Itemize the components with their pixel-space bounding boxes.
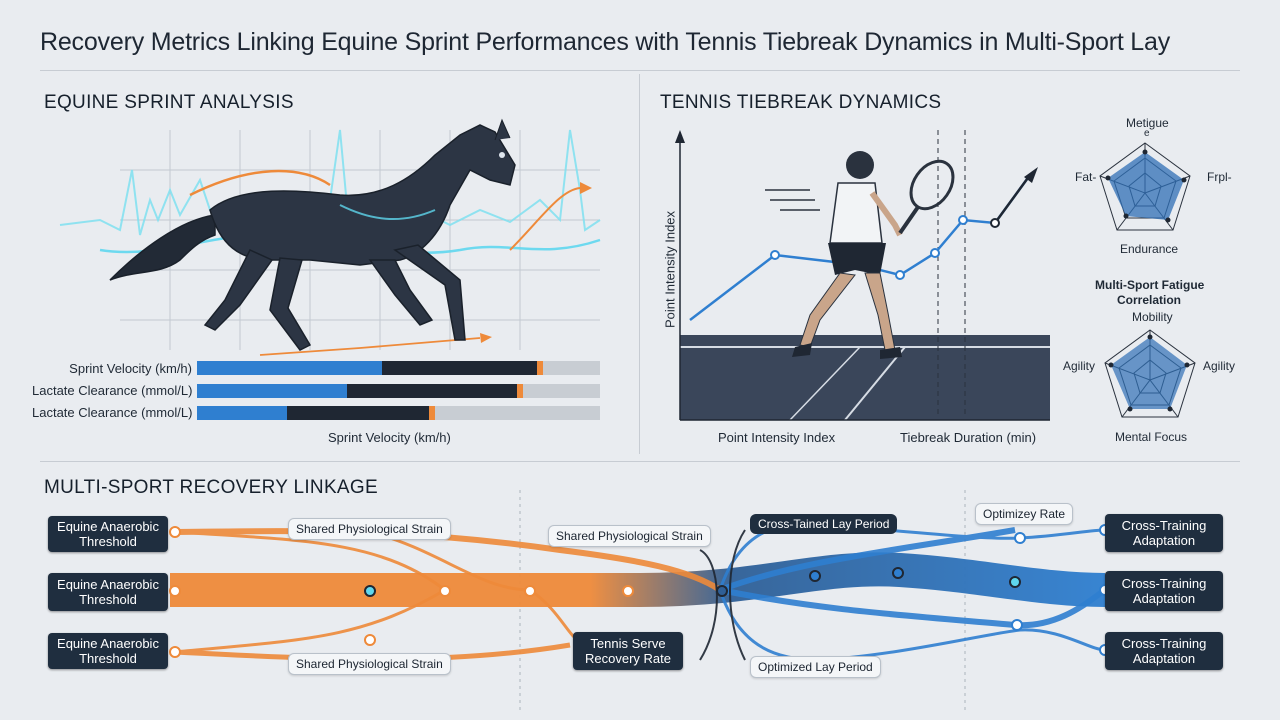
- tennis-x-label-right: Tiebreak Duration (min): [900, 430, 1037, 445]
- radar-chart-bottom: [1104, 329, 1196, 418]
- section-divider: [40, 461, 1240, 462]
- panel-divider: [639, 74, 640, 454]
- header-divider: [40, 70, 1240, 71]
- radar-bottom-label-left: Agility: [1063, 359, 1096, 373]
- right-node-1[interactable]: Cross-Training Adaptation: [1105, 514, 1223, 552]
- equine-bar-1: [197, 361, 600, 375]
- right-node-3-label: Cross-Training Adaptation: [1121, 636, 1207, 666]
- bar-fill-1: [382, 361, 537, 375]
- tennis-y-label: Point Intensity Index: [662, 210, 678, 329]
- radar-top-label-left: Fat-: [1075, 170, 1097, 184]
- radar-bottom-label-top: Mobility: [1132, 310, 1173, 324]
- radar-bottom-label-right: Agility: [1203, 359, 1236, 373]
- right-node-1-label: Cross-Training Adaptation: [1121, 518, 1207, 548]
- linkage-flow: [169, 490, 1111, 710]
- radar-bottom-title-1: Multi-Sport Fatigue: [1095, 278, 1205, 292]
- equine-illustration: [59, 118, 601, 356]
- pill-strain-mid[interactable]: Shared Physiological Strain: [548, 525, 711, 547]
- right-node-2-label: Cross-Training Adaptation: [1121, 576, 1207, 606]
- radar-bottom-title-2: Correlation: [1117, 293, 1182, 307]
- bar-label-3: Lactate Clearance (mmol/L): [32, 405, 193, 420]
- tennis-chart: [675, 130, 1050, 421]
- radar-top-label-top-b: e: [1144, 128, 1150, 139]
- radar-top-label-right: Frpl-: [1207, 170, 1232, 184]
- equine-bar-3: [197, 406, 600, 420]
- left-node-3-label: Equine Anaerobic Threshold: [57, 636, 159, 666]
- node-tennis-serve[interactable]: Tennis Serve Recovery Rate: [573, 632, 683, 670]
- radar-top-label-bottom: Endurance: [1120, 242, 1179, 256]
- pill-cross-lay[interactable]: Cross-Tained Lay Period: [750, 514, 898, 534]
- left-node-2[interactable]: Equine Anaerobic Threshold: [48, 573, 168, 611]
- right-node-3[interactable]: Cross-Training Adaptation: [1105, 632, 1223, 670]
- pill-optimized-lay[interactable]: Optimized Lay Period: [750, 656, 881, 678]
- equine-bar-2: [197, 384, 600, 398]
- node-tennis-serve-label: Tennis Serve Recovery Rate: [585, 636, 671, 666]
- page-title: Recovery Metrics Linking Equine Sprint P…: [40, 28, 1171, 56]
- bar-label-2: Lactate Clearance (mmol/L): [32, 383, 193, 398]
- tennis-x-label-left: Point Intensity Index: [718, 430, 836, 445]
- left-node-1-label: Equine Anaerobic Threshold: [57, 519, 159, 549]
- left-node-1[interactable]: Equine Anaerobic Threshold: [48, 516, 168, 552]
- radar-bottom-label-bottom: Mental Focus: [1115, 430, 1188, 444]
- pill-strain-top[interactable]: Shared Physiological Strain: [288, 518, 451, 540]
- equine-heading: EQUINE SPRINT ANALYSIS: [44, 92, 294, 113]
- bar-label-1: Sprint Velocity (km/h): [69, 361, 192, 376]
- radar-chart-top: [1099, 142, 1191, 231]
- pill-optimize-rate[interactable]: Optimizey Rate: [975, 503, 1074, 525]
- radar-top-label-top-a: Metigue: [1126, 116, 1169, 130]
- linkage-heading: MULTI-SPORT RECOVERY LINKAGE: [44, 477, 378, 498]
- pill-strain-bottom[interactable]: Shared Physiological Strain: [288, 653, 451, 675]
- equine-axis-label: Sprint Velocity (km/h): [328, 430, 451, 445]
- left-node-3[interactable]: Equine Anaerobic Threshold: [48, 633, 168, 669]
- tennis-heading: TENNIS TIEBREAK DYNAMICS: [660, 92, 942, 113]
- left-node-2-label: Equine Anaerobic Threshold: [57, 577, 159, 607]
- right-node-2[interactable]: Cross-Training Adaptation: [1105, 571, 1223, 611]
